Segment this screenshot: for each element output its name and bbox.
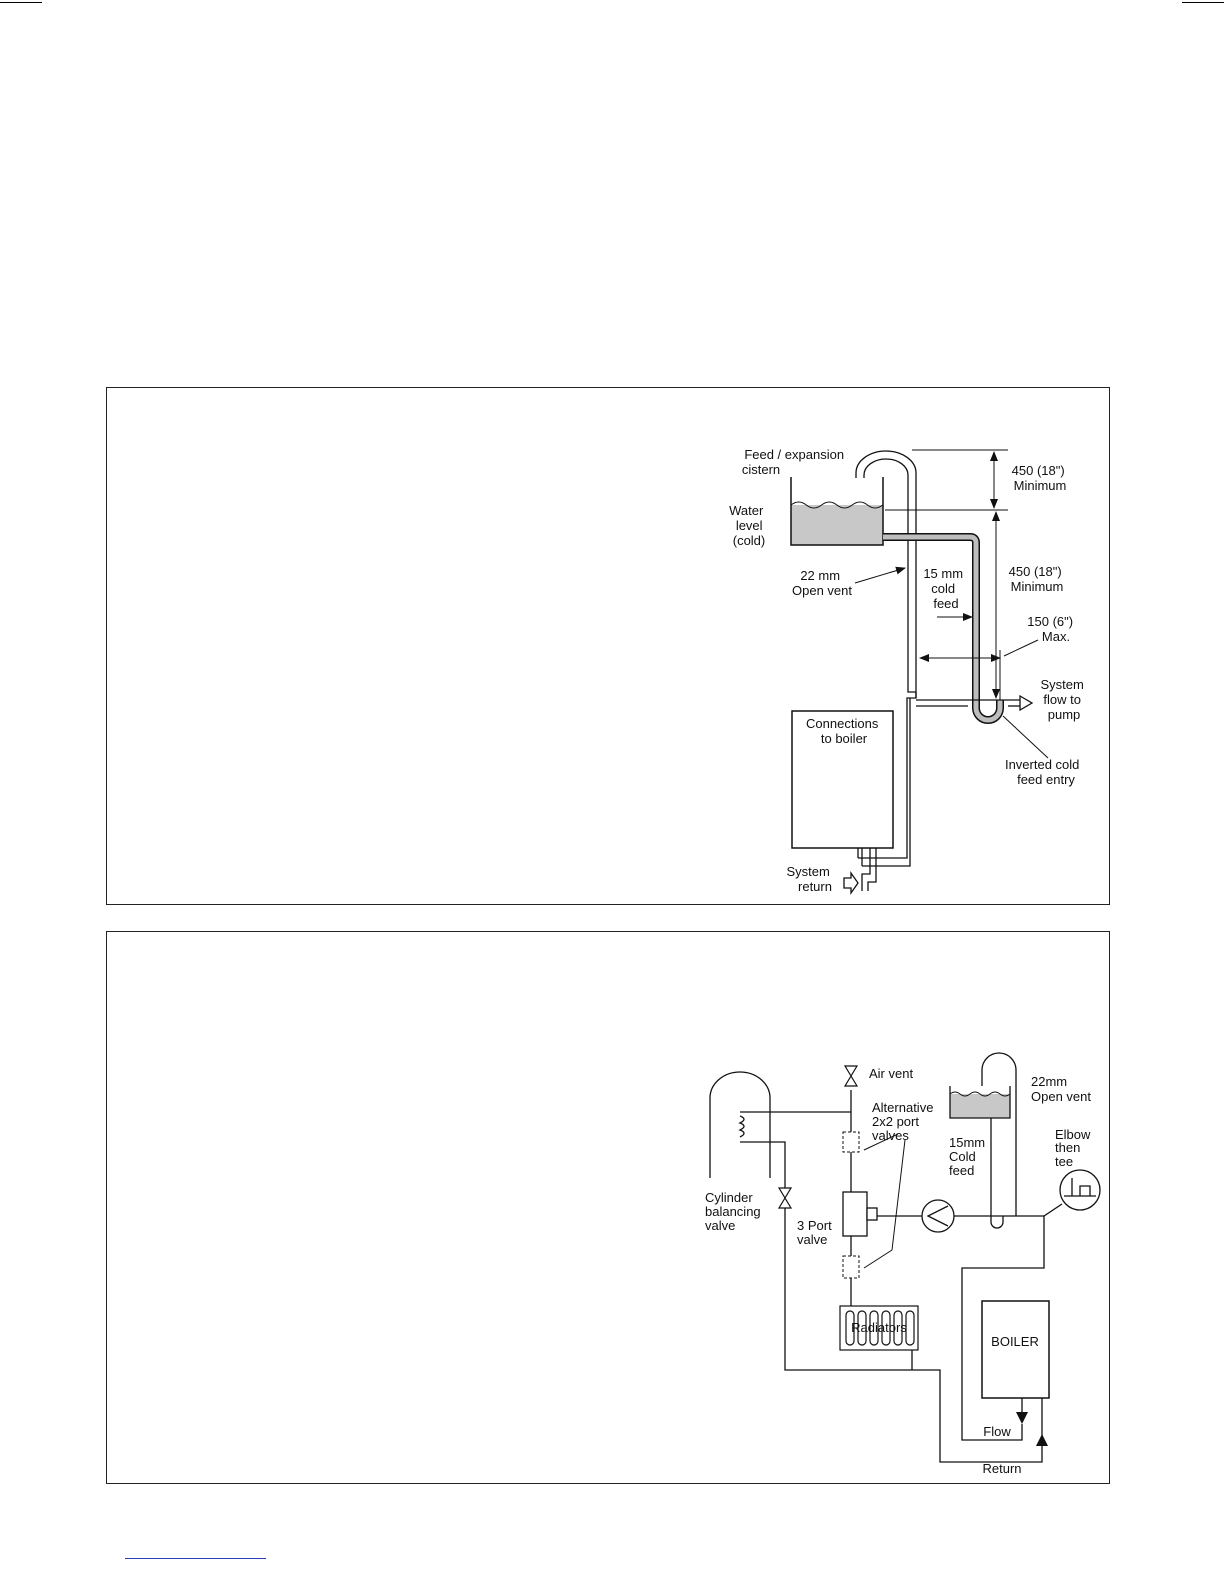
alt-port-valve-upper (842, 1131, 860, 1153)
label-dimension-top: 450 (18") Minimum (1012, 463, 1069, 493)
pump-icon (921, 1199, 955, 1233)
leader-arrows (854, 566, 1049, 759)
system-flow-line (916, 694, 1034, 712)
label-feed-expansion-cistern: Feed / expansion cistern (742, 447, 848, 477)
feed-expansion-cistern (790, 477, 884, 546)
open-vent-pipe (855, 450, 917, 859)
radiators-block (839, 1305, 919, 1351)
air-vent-icon (843, 1065, 859, 1087)
cylinder-pipes (740, 1111, 1043, 1463)
diagram-panel-cold-feed (106, 387, 1110, 905)
label-three-port-valve: 3 Port valve (797, 1218, 835, 1247)
boiler-connections-box (791, 710, 894, 849)
open-vent-hook (981, 1052, 1017, 1216)
label-radiators: Radiators (851, 1320, 907, 1335)
label-dimension-max: 150 (6") Max. (1027, 614, 1076, 644)
label-open-vent-22mm: 22mm Open vent (1031, 1074, 1091, 1104)
system-return-line (843, 848, 877, 896)
footer-link-underline[interactable] (125, 1558, 266, 1559)
label-return: Return (982, 1461, 1021, 1476)
page-rule-right (1182, 2, 1224, 3)
cylinder-balancing-valve-icon (777, 1187, 793, 1209)
vent-to-boiler-lines (857, 698, 911, 867)
three-port-valve-icon (842, 1191, 878, 1237)
hot-water-cylinder (709, 1071, 771, 1178)
small-feed-cistern (949, 1086, 1011, 1119)
alt-port-valve-lower (842, 1255, 860, 1279)
label-connections-to-boiler: Connections to boiler (806, 716, 882, 746)
label-cold-feed-15mm: 15mm Cold feed (949, 1135, 989, 1178)
label-boiler: BOILER (991, 1334, 1039, 1349)
cold-feed-pipe (883, 533, 1004, 724)
dimension-lines (885, 449, 1008, 700)
boiler-pipes (1021, 1398, 1043, 1434)
page-rule-left (0, 2, 42, 3)
label-air-vent: Air vent (869, 1066, 913, 1081)
label-dimension-middle: 450 (18") Minimum (1009, 564, 1066, 594)
label-inverted-cold-feed: Inverted cold feed entry (1005, 757, 1083, 787)
label-flow: Flow (983, 1424, 1011, 1439)
flow-arrow-icon (1016, 1412, 1028, 1424)
cold-feed-inverted (990, 1118, 1004, 1229)
label-system-flow: System flow to pump (1041, 677, 1088, 722)
alt-valves-leaders (863, 1133, 906, 1269)
label-cold-feed: 15 mm cold feed (923, 566, 966, 611)
boiler-box (981, 1300, 1050, 1399)
elbow-tee-callout-icon (1043, 1169, 1101, 1217)
label-open-vent: 22 mm Open vent (792, 568, 852, 598)
label-water-level: Water level (cold) (729, 503, 767, 548)
label-alternative-valves: Alternative 2x2 port valves (872, 1100, 937, 1143)
label-system-return: System return (787, 864, 834, 894)
return-arrow-icon (1036, 1434, 1048, 1446)
label-cylinder-balancing-valve: Cylinder balancing valve (705, 1190, 764, 1233)
label-elbow-then-tee: Elbow then tee (1055, 1127, 1094, 1169)
